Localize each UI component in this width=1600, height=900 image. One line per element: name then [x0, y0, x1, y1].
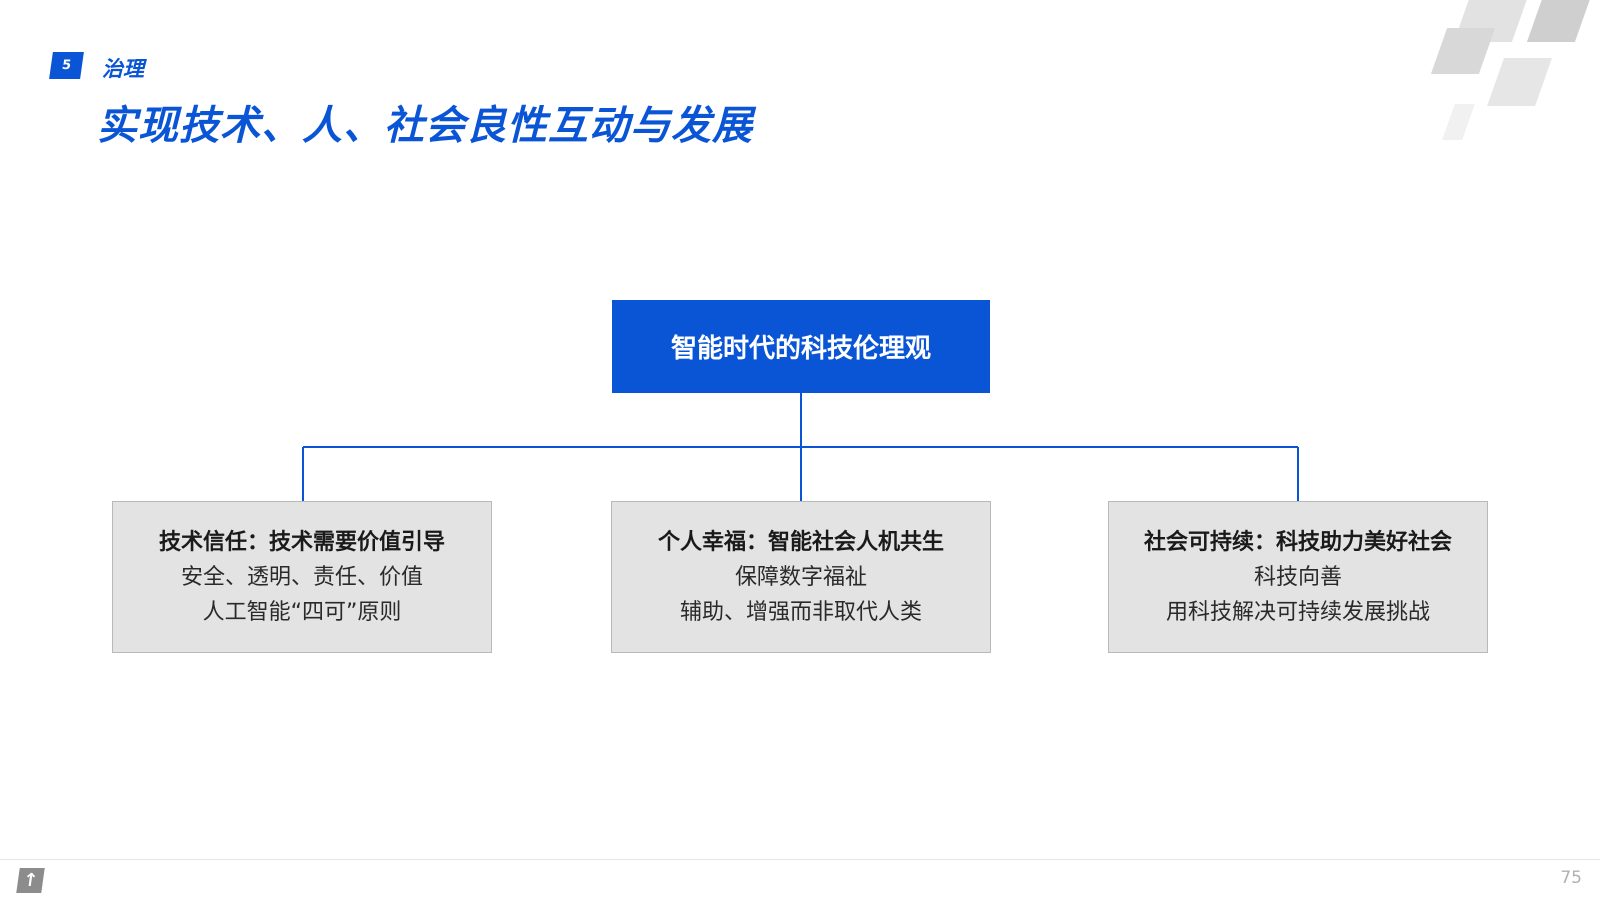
page-title: 实现技术、人、社会良性互动与发展	[97, 103, 753, 149]
section-label: 治理	[102, 57, 144, 81]
diagram-child-node-personal-wellbeing: 个人幸福：智能社会人机共生 保障数字福祉 辅助、增强而非取代人类	[611, 501, 991, 653]
child-node-title: 技术信任：技术需要价值引导	[158, 529, 445, 555]
root-node-label: 智能时代的科技伦理观	[670, 334, 931, 364]
child-node-line: 人工智能“四可”原则	[202, 599, 402, 625]
child-node-line: 辅助、增强而非取代人类	[679, 599, 922, 625]
footer-divider	[0, 859, 1600, 860]
child-node-line: 用科技解决可持续发展挑战	[1165, 599, 1430, 625]
logo-icon: ↑	[16, 868, 45, 893]
child-node-line: 科技向善	[1253, 564, 1342, 590]
diagram-child-node-tech-trust: 技术信任：技术需要价值引导 安全、透明、责任、价值 人工智能“四可”原则	[112, 501, 492, 653]
diagram-child-node-social-sustainability: 社会可持续：科技助力美好社会 科技向善 用科技解决可持续发展挑战	[1108, 501, 1488, 653]
child-node-line: 保障数字福祉	[734, 564, 867, 590]
diagram-root-node: 智能时代的科技伦理观	[612, 300, 990, 393]
child-node-line: 安全、透明、责任、价值	[180, 564, 423, 590]
child-node-title: 社会可持续：科技助力美好社会	[1143, 529, 1452, 555]
child-node-title: 个人幸福：智能社会人机共生	[657, 529, 944, 555]
page-number: 75	[1560, 868, 1582, 888]
